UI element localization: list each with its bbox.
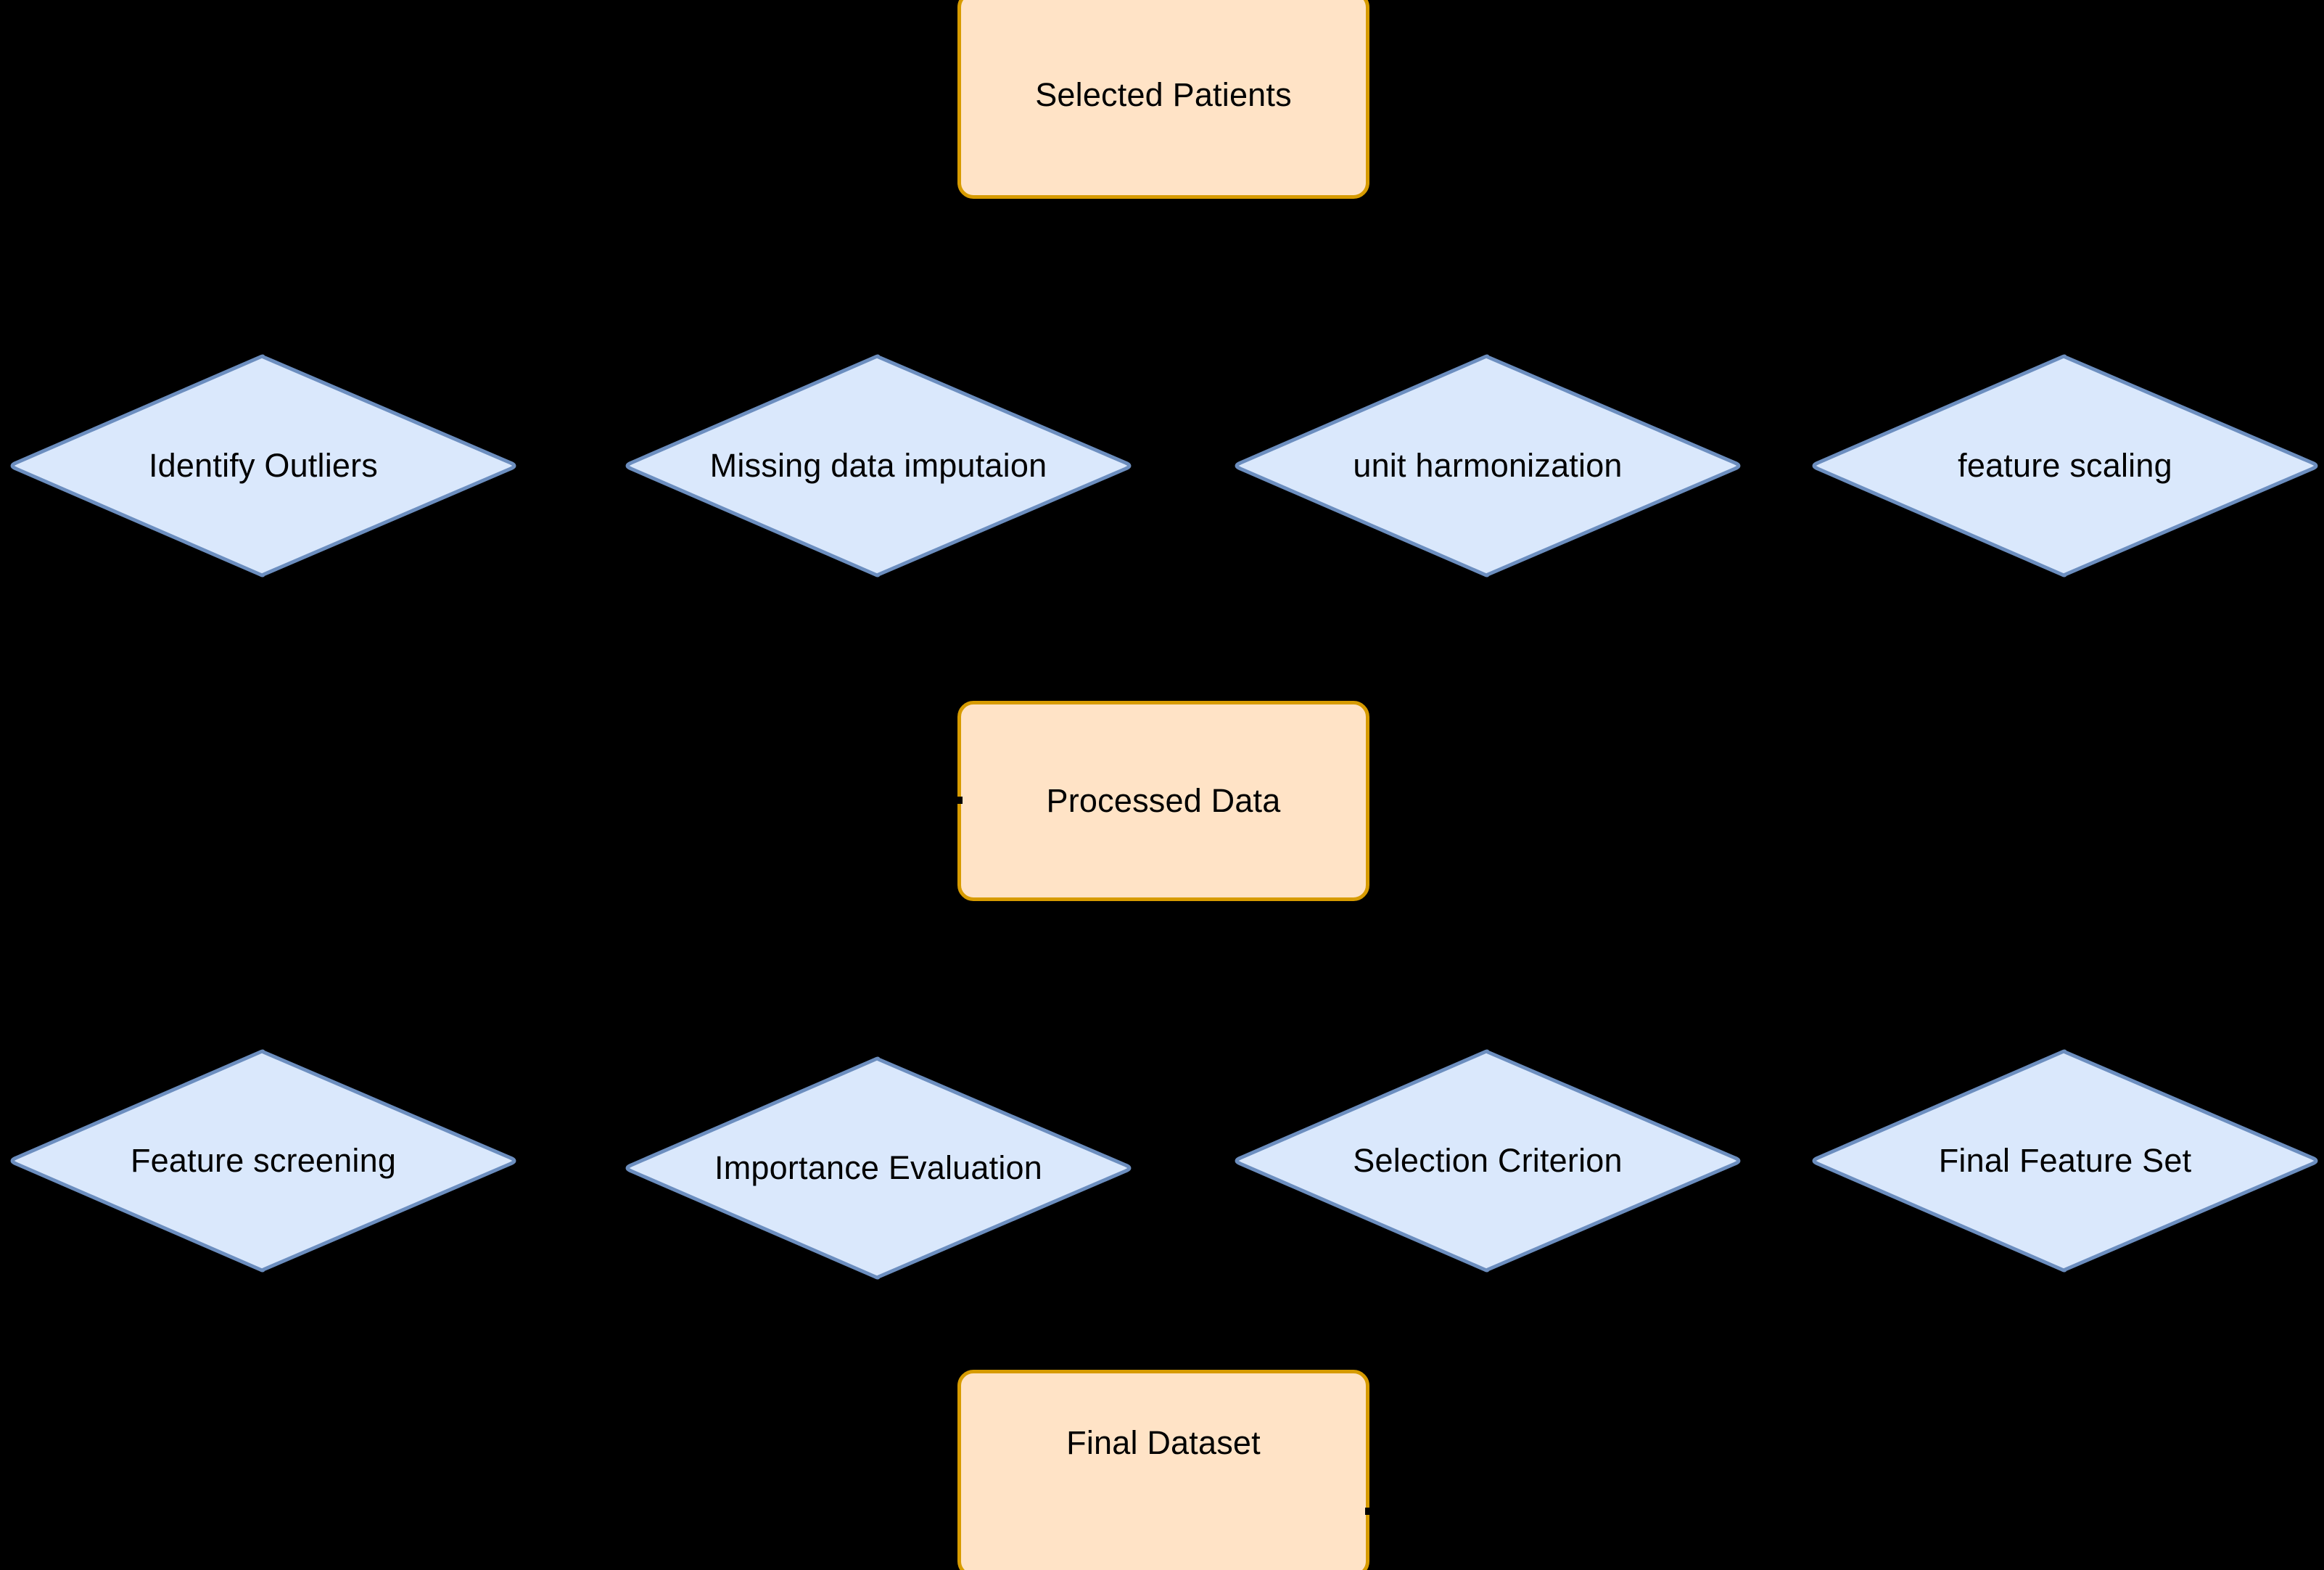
node-selection-criterion[interactable]: Selection Criterion (1235, 1049, 1741, 1273)
diamond-shape (1235, 354, 1741, 578)
diamond-shape (1235, 1049, 1741, 1273)
node-processed-data-label: Processed Data (1046, 782, 1281, 820)
node-selected-patients-label: Selected Patients (1035, 76, 1292, 114)
diamond-shape (1812, 1049, 2318, 1273)
node-processed-data[interactable]: Processed Data (957, 701, 1369, 901)
node-missing-data-imputaion[interactable]: Missing data imputaion (625, 354, 1132, 578)
node-unit-harmonization[interactable]: unit harmonization (1235, 354, 1741, 578)
node-feature-scaling[interactable]: feature scaling (1812, 354, 2318, 578)
connector-stub-processed-data-left (956, 797, 963, 804)
node-final-dataset[interactable]: Final Dataset (957, 1370, 1369, 1570)
node-final-feature-set[interactable]: Final Feature Set (1812, 1049, 2318, 1273)
node-importance-evaluation[interactable]: Importance Evaluation (625, 1056, 1132, 1280)
node-feature-screening[interactable]: Feature screening (10, 1049, 516, 1273)
node-selected-patients[interactable]: Selected Patients (957, 0, 1369, 199)
node-identify-outliers[interactable]: Identify Outliers (10, 354, 516, 578)
diamond-shape (625, 1056, 1132, 1280)
diamond-shape (625, 354, 1132, 578)
node-final-dataset-label: Final Dataset (1066, 1424, 1261, 1462)
connector-stub-final-dataset-right (1365, 1508, 1372, 1515)
diamond-shape (1812, 354, 2318, 578)
diamond-shape (10, 1049, 516, 1273)
diamond-shape (10, 354, 516, 578)
